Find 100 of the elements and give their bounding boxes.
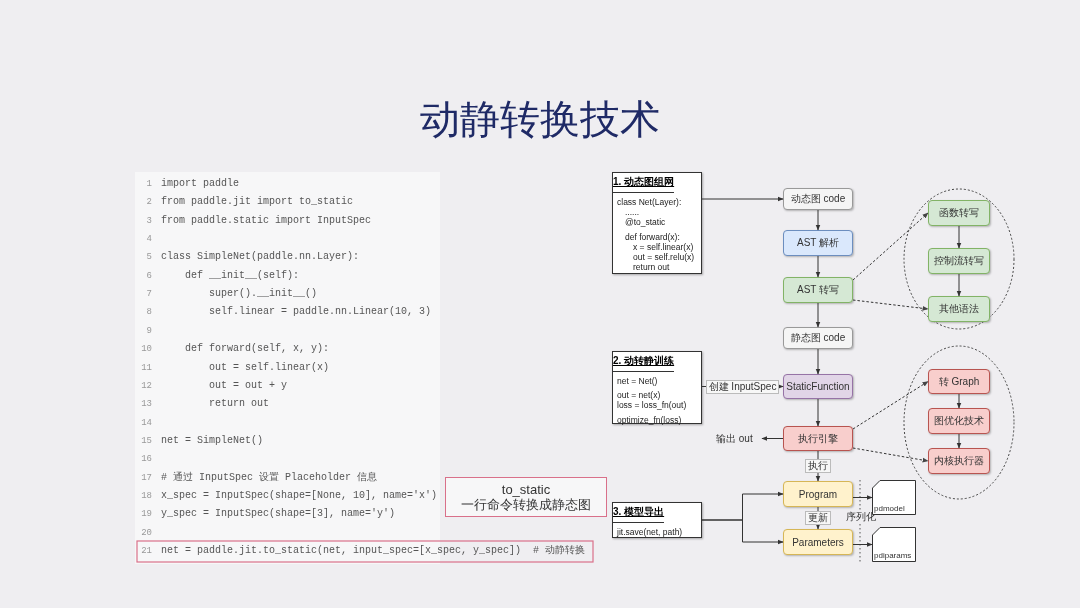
code-line: out = self.relu(x) [633, 252, 695, 263]
line-number: 5 [145, 251, 152, 264]
line-number: 2 [145, 196, 152, 209]
process-box [783, 426, 853, 451]
dashed-arrow [852, 381, 929, 430]
code-line: y_spec = InputSpec(shape=[3], name='y') [161, 508, 396, 521]
code-line: out = out + y [209, 379, 287, 392]
box-label: 图优化技术 [934, 414, 984, 428]
box-label: 控制流转写 [934, 254, 984, 268]
box-label: StaticFunction [786, 381, 850, 392]
callout-text: 一行命令转换成静态图 [461, 497, 591, 512]
code-line: out = net(x) [617, 390, 661, 401]
code-line: return out [633, 262, 670, 273]
box-label: 内核执行器 [934, 454, 984, 468]
box-label: 静态图 code [790, 331, 846, 345]
code-line: optimize_fn(loss) [617, 414, 682, 425]
process-box [783, 327, 853, 349]
code-line: net = paddle.jit.to_static(net, input_spec=[x_spec, y_spec]) # 动静转换 [161, 545, 586, 557]
box-label: AST 转写 [796, 283, 839, 297]
dashed-ellipse [903, 188, 1015, 330]
dashed-arrow [852, 447, 929, 463]
box-label: 转 Graph [938, 374, 980, 389]
code-line: ...... [625, 207, 640, 218]
process-box [783, 529, 853, 555]
box-label: Program [798, 488, 838, 500]
annotation-label: 序列化 [844, 511, 878, 523]
code-line: import paddle [161, 178, 239, 190]
process-box [928, 408, 990, 434]
arrow [815, 398, 821, 427]
line-number: 14 [140, 416, 152, 429]
line-number: 8 [145, 306, 152, 319]
code-line: def forward(self, x, y): [185, 343, 330, 356]
box-label: 其他语法 [939, 302, 979, 316]
code-line: class Net(Layer): [617, 197, 682, 208]
code-line: net = SimpleNet() [161, 434, 264, 447]
output-label: 输出 out [716, 431, 762, 446]
process-box [928, 248, 990, 274]
box-label: 函数转写 [939, 206, 979, 220]
box-label: Parameters [792, 536, 844, 548]
card-heading: 3. 模型导出 [613, 503, 665, 523]
callout-text: to_static [501, 482, 551, 497]
code-line: # 通过 InputSpec 设置 Placeholder 信息 [161, 471, 378, 484]
process-box [783, 374, 853, 399]
code-card [612, 502, 702, 538]
line-number: 12 [140, 379, 152, 392]
line-number: 16 [140, 453, 152, 466]
arrow [956, 393, 962, 409]
line-number: 6 [145, 269, 152, 282]
card-heading: 2. 动转静训练 [613, 352, 675, 372]
box-label: 动态图 code [790, 192, 846, 206]
callout-box [445, 477, 607, 517]
code-line: return out [209, 398, 269, 411]
line-number: 19 [140, 508, 152, 521]
file-label: pdmodel [874, 504, 905, 513]
edge-label: 更新 [805, 511, 831, 525]
arrow [852, 542, 873, 547]
line-number: 20 [140, 526, 152, 539]
arrow [815, 302, 821, 328]
code-line: from paddle.jit import to_static [161, 196, 354, 209]
code-line: super().__init__() [209, 288, 318, 301]
arrow [701, 519, 784, 545]
line-number: 15 [140, 434, 152, 447]
code-line: self.linear = paddle.nn.Linear(10, 3) [209, 306, 432, 319]
code-line: x = self.linear(x) [633, 241, 694, 252]
code-line: @to_static [625, 217, 666, 228]
arrow [852, 495, 873, 500]
line-number: 1 [145, 178, 152, 190]
box-label: AST 解析 [796, 236, 839, 250]
arrow [815, 348, 821, 375]
code-line: def __init__(self): [185, 269, 300, 282]
arrow [815, 255, 821, 278]
code-line: from paddle.static import InputSpec [161, 214, 372, 227]
arrow [956, 433, 962, 449]
edge-label: 创建 InputSpec [705, 379, 780, 394]
line-number: 9 [145, 324, 152, 337]
file-label: pdiparams [874, 551, 912, 560]
arrow [956, 225, 962, 249]
code-line: out = self.linear(x) [209, 361, 330, 374]
arrow [815, 209, 821, 231]
dashed-ellipse [903, 345, 1015, 500]
edge-label: 执行 [805, 459, 831, 473]
line-number: 11 [140, 361, 152, 374]
line-number: 17 [140, 471, 152, 484]
process-box [783, 188, 853, 210]
line-number: 13 [140, 398, 152, 411]
arrow [701, 196, 784, 202]
line-number: 21 [140, 545, 152, 557]
line-number: 7 [145, 288, 152, 301]
arrow [761, 436, 784, 441]
code-line: class SimpleNet(paddle.nn.Layer): [161, 251, 360, 264]
process-box [928, 369, 990, 394]
line-number: 3 [145, 214, 152, 227]
box-label: 执行引擎 [798, 431, 838, 446]
code-line: loss = loss_fn(out) [617, 400, 687, 411]
line-number: 10 [140, 343, 152, 356]
code-line: jit.save(net, path) [617, 527, 683, 538]
line-number: 4 [145, 233, 152, 246]
process-box [783, 230, 853, 256]
process-box [783, 277, 853, 303]
dashed-arrow [852, 212, 929, 281]
